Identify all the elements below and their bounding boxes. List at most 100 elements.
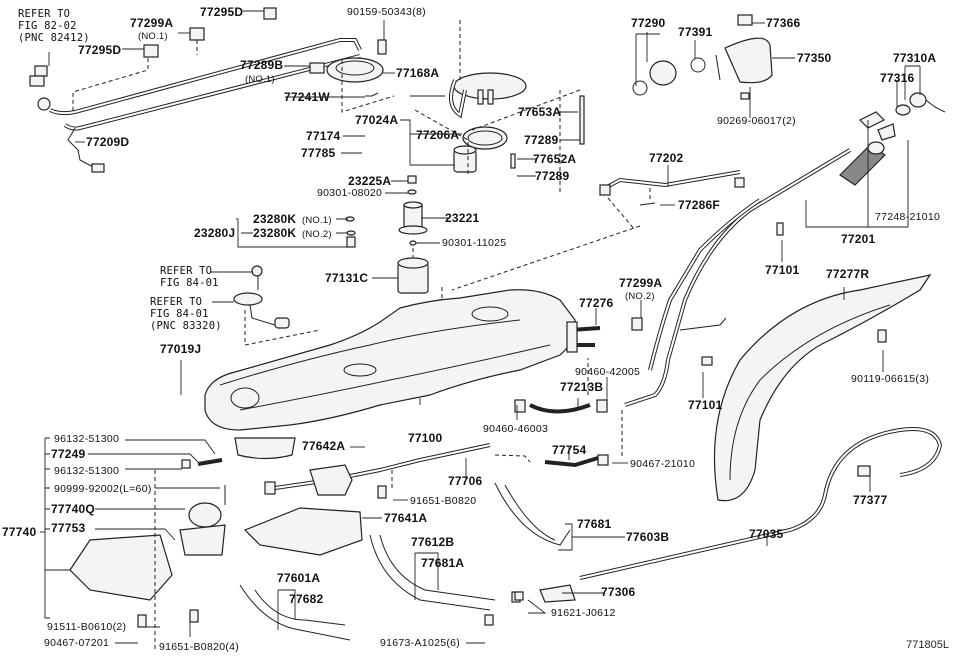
part-label-sub: (NO.2)	[302, 229, 332, 240]
part-label-77024A[interactable]: 77024A	[355, 113, 399, 127]
part-label-77213B[interactable]: 77213B	[560, 380, 604, 394]
part-label-77035[interactable]: 77035	[749, 527, 784, 541]
part-label-77295D[interactable]: 77295D	[78, 43, 122, 57]
part-label-77209D[interactable]: 77209D	[86, 135, 130, 149]
part-label-23221[interactable]: 23221	[445, 211, 480, 225]
part-label-90999-92002[interactable]: 90999-92002(L=60)	[54, 483, 152, 495]
fuel-lid	[632, 14, 773, 100]
part-label-sub: (NO.1)	[138, 31, 168, 42]
figure-id: 771805L	[906, 639, 949, 651]
part-label-77286F[interactable]: 77286F	[678, 198, 720, 212]
filler-hoses	[494, 321, 623, 468]
part-label-91651-B0820-a[interactable]: 91651-B0820	[410, 495, 477, 507]
part-label-90460-46003[interactable]: 90460-46003	[483, 423, 549, 435]
part-label-77316[interactable]: 77316	[880, 71, 915, 85]
reference-line: REFER TO	[150, 296, 203, 308]
part-label-90460-42005[interactable]: 90460-42005	[575, 366, 641, 378]
part-label-23280K-no2[interactable]: 23280K	[253, 226, 297, 240]
part-label-77377[interactable]: 77377	[853, 493, 888, 507]
part-label-77603B[interactable]: 77603B	[626, 530, 670, 544]
breather-tube-77202	[599, 170, 745, 231]
part-label-77299A-no2[interactable]: 77299A	[619, 276, 663, 290]
part-label-77289-a[interactable]: 77289	[524, 133, 559, 147]
part-label-77277R[interactable]: 77277R	[826, 267, 870, 281]
reference-note-fig-84-01-gauge: REFER TO FIG 84-01 (PNC 83320)	[150, 296, 222, 332]
sender-gauge	[233, 292, 321, 346]
part-label-91651-B0820-b[interactable]: 91651-B0820(4)	[159, 641, 240, 653]
part-label-96132-51300-b[interactable]: 96132-51300	[54, 465, 120, 477]
part-label-77641A[interactable]: 77641A	[384, 511, 428, 525]
reference-note-fig-84-01-bolt: REFER TO FIG 84-01	[160, 265, 219, 289]
part-label-77131C[interactable]: 77131C	[325, 271, 369, 285]
part-label-sub: (NO.2)	[625, 291, 655, 302]
part-label-23280K-no1[interactable]: 23280K	[253, 212, 297, 226]
part-label-77206A[interactable]: 77206A	[416, 128, 460, 142]
part-label-77241W[interactable]: 77241W	[284, 90, 330, 104]
part-label-77706[interactable]: 77706	[448, 474, 483, 488]
part-label-77612B[interactable]: 77612B	[411, 535, 455, 549]
reference-line: (PNC 83320)	[150, 320, 222, 332]
part-label-77754[interactable]: 77754	[552, 443, 587, 457]
part-label-77682[interactable]: 77682	[289, 592, 324, 606]
part-label-77740[interactable]: 77740	[2, 525, 37, 539]
part-label-77289-b[interactable]: 77289	[535, 169, 570, 183]
fuel-tube-77209D	[29, 38, 362, 173]
part-label-90269-06017[interactable]: 90269-06017(2)	[717, 115, 796, 127]
part-label-77019J[interactable]: 77019J	[160, 342, 202, 356]
part-label-77753[interactable]: 77753	[51, 521, 86, 535]
part-label-77785[interactable]: 77785	[301, 146, 336, 160]
part-label-77101-a[interactable]: 77101	[765, 263, 800, 277]
part-label-77601A[interactable]: 77601A	[277, 571, 321, 585]
fuel-pump-assembly	[309, 20, 585, 195]
part-label-77202[interactable]: 77202	[649, 151, 684, 165]
part-label-77295D-top[interactable]: 77295D	[200, 5, 244, 19]
part-label-77310A[interactable]: 77310A	[893, 51, 937, 65]
part-label-23225A[interactable]: 23225A	[348, 174, 392, 188]
part-label-23280J[interactable]: 23280J	[194, 226, 236, 240]
part-label-77642A[interactable]: 77642A	[302, 439, 346, 453]
part-label-77306[interactable]: 77306	[601, 585, 636, 599]
part-label-96132-51300-a[interactable]: 96132-51300	[54, 433, 120, 445]
part-label-77276[interactable]: 77276	[579, 296, 614, 310]
part-label-77299A-no1[interactable]: 77299A	[130, 16, 174, 30]
part-label-77100[interactable]: 77100	[408, 431, 443, 445]
part-label-90119-06615[interactable]: 90119-06615(3)	[851, 373, 930, 385]
part-label-sub: (NO.1)	[245, 74, 275, 85]
part-label-91511-B0610[interactable]: 91511-B0610(2)	[47, 621, 127, 633]
part-label-90159-50343[interactable]: 90159-50343(8)	[347, 6, 426, 18]
part-label-91673-A1025[interactable]: 91673-A1025(6)	[380, 637, 461, 649]
reference-line: FIG 84-01	[150, 308, 209, 320]
part-label-77391[interactable]: 77391	[678, 25, 713, 39]
tank-straps	[239, 482, 571, 641]
part-label-sub: (NO.1)	[302, 215, 332, 226]
part-label-77168A[interactable]: 77168A	[396, 66, 440, 80]
reference-line: REFER TO	[18, 8, 71, 20]
reference-note-fig-82-02: REFER TO FIG 82-02 (PNC 82412)	[18, 8, 90, 44]
fender-liner-77277R	[713, 274, 932, 502]
part-label-77101-b[interactable]: 77101	[688, 398, 723, 412]
reference-line: REFER TO	[160, 265, 213, 277]
part-label-90467-07201[interactable]: 90467-07201	[44, 637, 110, 649]
part-label-77249[interactable]: 77249	[51, 447, 86, 461]
clamps-77295-77299	[72, 7, 277, 112]
part-label-77248-21010[interactable]: 77248-21010	[875, 211, 941, 223]
part-label-77201[interactable]: 77201	[841, 232, 876, 246]
part-label-77740Q[interactable]: 77740Q	[51, 502, 95, 516]
reference-line: (PNC 82412)	[18, 32, 90, 44]
part-label-77653A[interactable]: 77653A	[518, 105, 562, 119]
fuel-tank-77100	[204, 225, 641, 460]
part-label-77289B[interactable]: 77289B	[240, 58, 284, 72]
part-label-90301-08020[interactable]: 90301-08020	[317, 187, 383, 199]
reference-line: FIG 84-01	[160, 277, 219, 289]
part-label-77174[interactable]: 77174	[306, 129, 341, 143]
part-label-77681A[interactable]: 77681A	[421, 556, 465, 570]
part-label-90301-11025[interactable]: 90301-11025	[442, 237, 507, 249]
part-label-77652A[interactable]: 77652A	[533, 152, 577, 166]
evap-canister	[69, 443, 491, 650]
part-label-90467-21010[interactable]: 90467-21010	[630, 458, 696, 470]
part-label-77681[interactable]: 77681	[577, 517, 612, 531]
part-label-77350[interactable]: 77350	[797, 51, 832, 65]
part-label-91621-J0612[interactable]: 91621-J0612	[551, 607, 616, 619]
part-label-77366[interactable]: 77366	[766, 16, 801, 30]
part-label-77290[interactable]: 77290	[631, 16, 666, 30]
